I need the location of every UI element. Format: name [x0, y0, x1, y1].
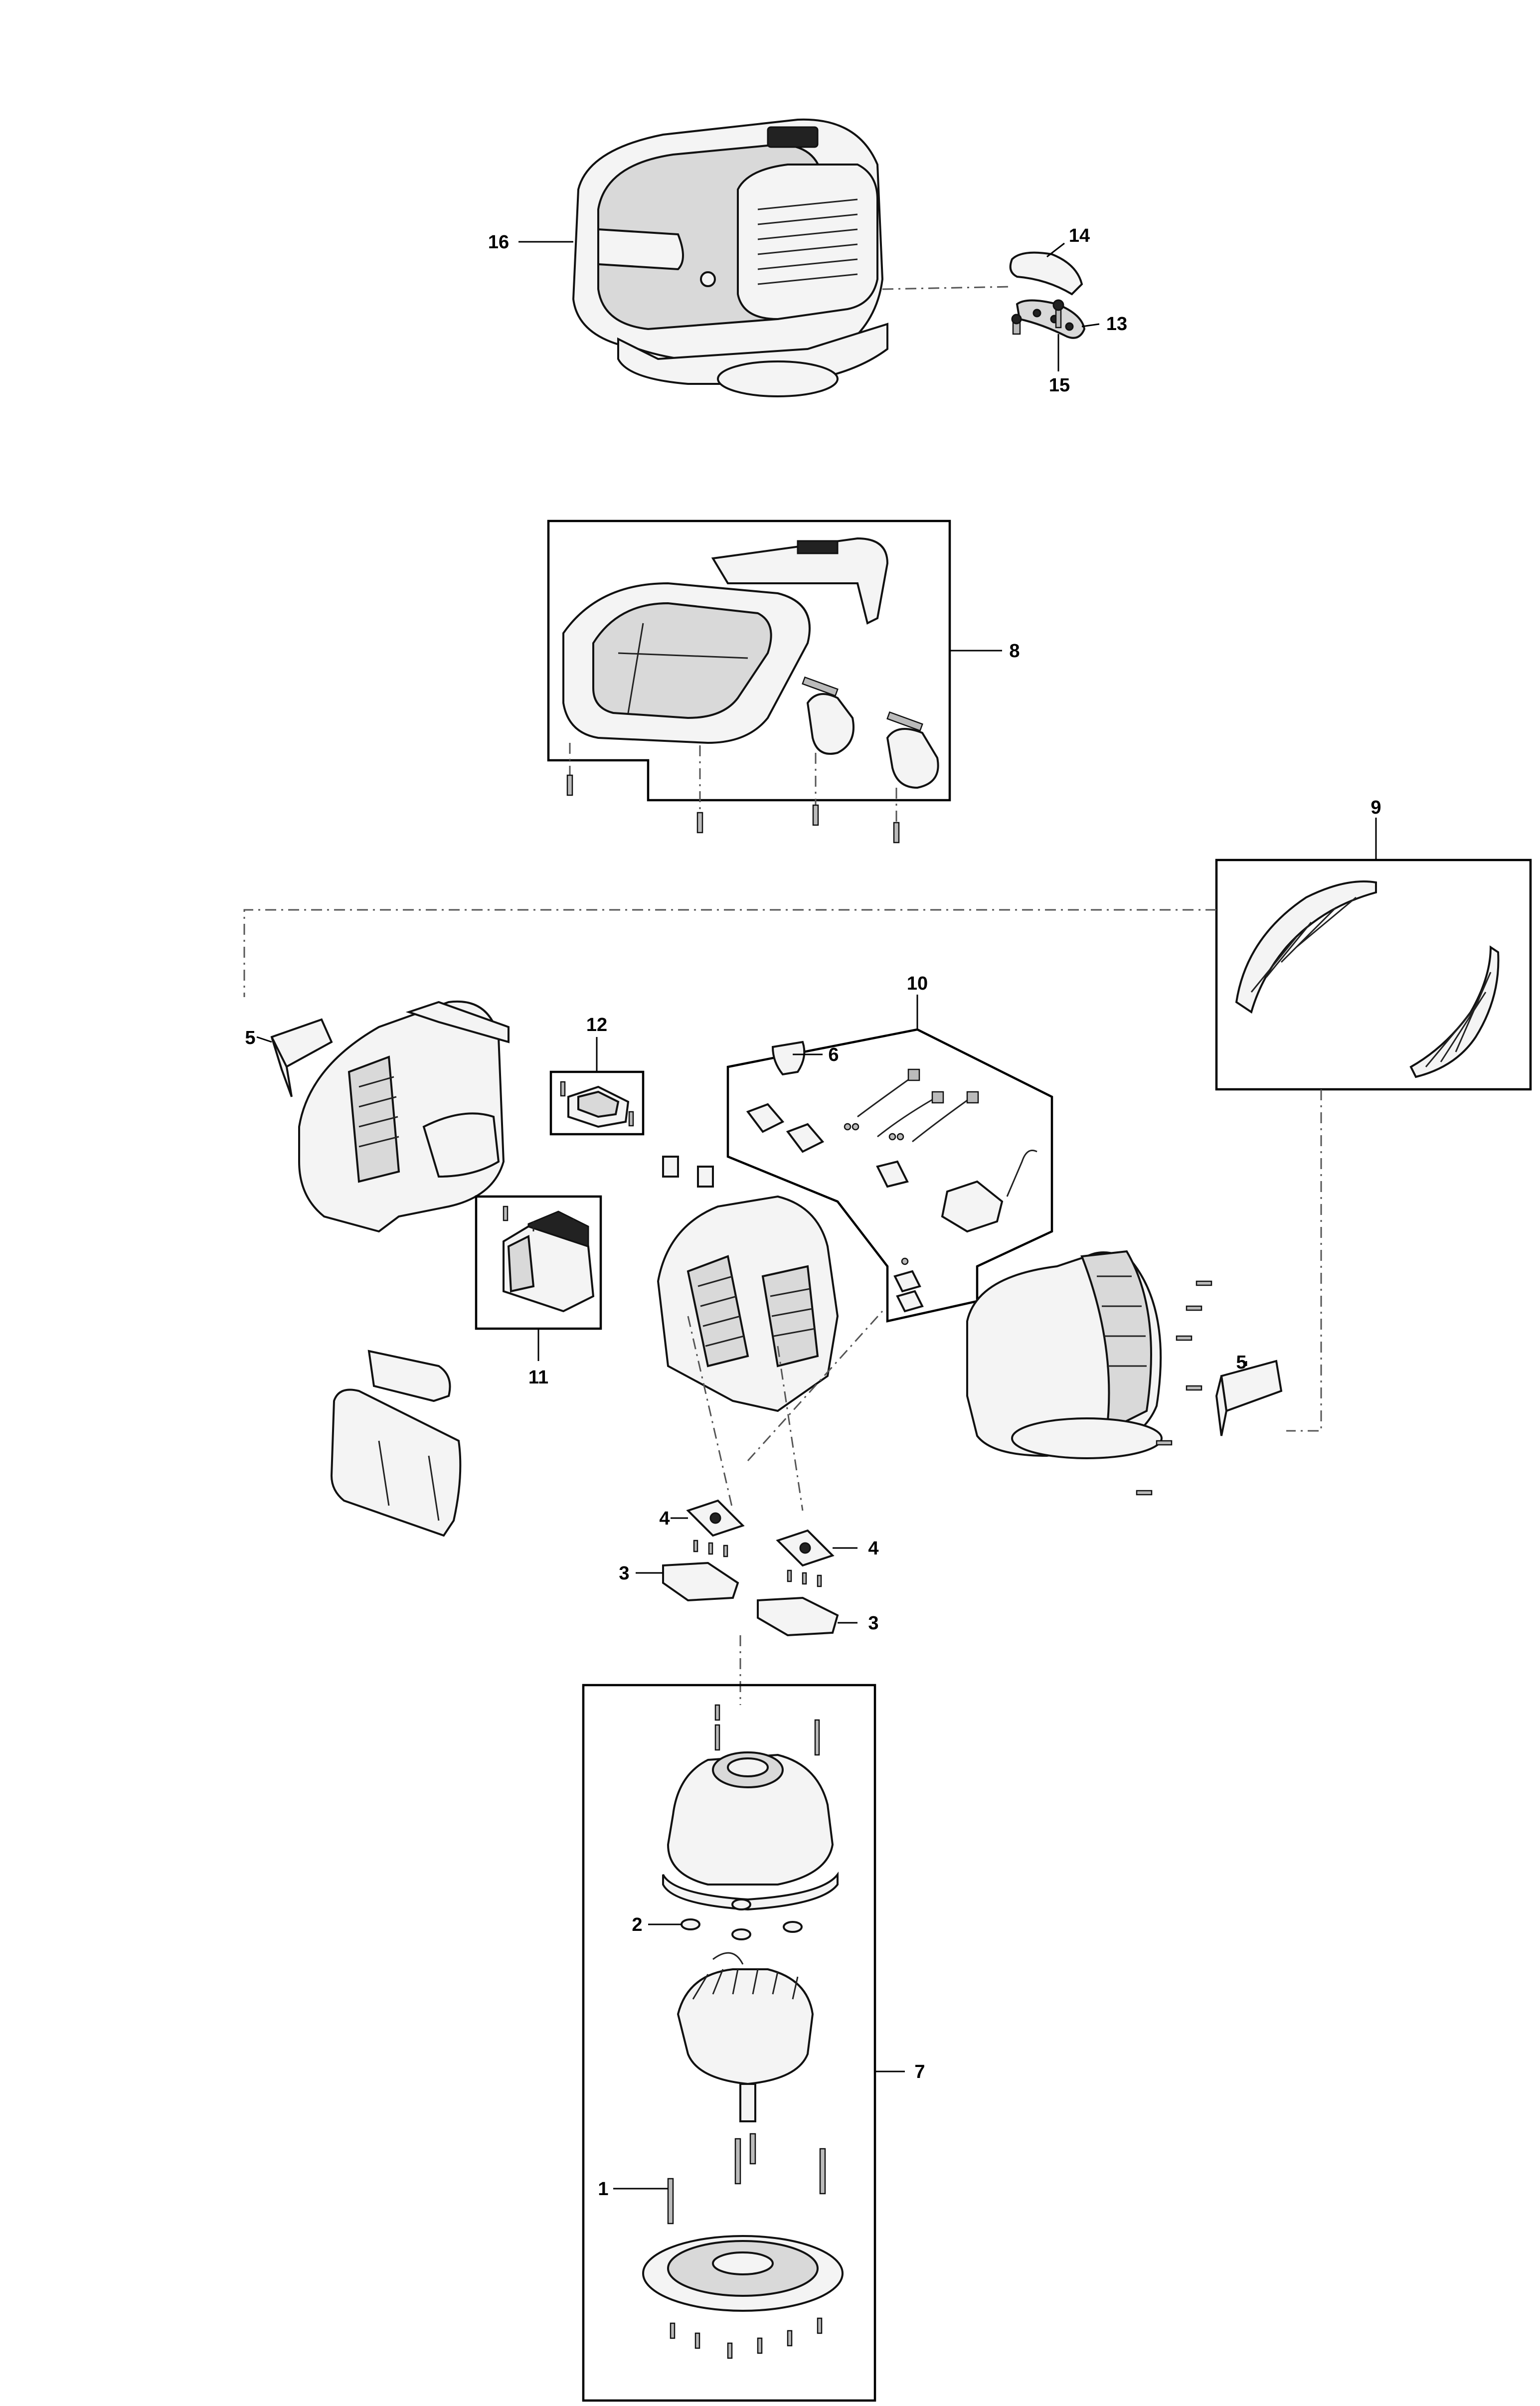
callout-2: 2 — [632, 1914, 642, 1935]
leader-13 — [1081, 323, 1100, 328]
part-9-vent-grilles — [1215, 859, 1532, 1091]
leader-14 — [1046, 242, 1065, 258]
dash-9-left — [243, 909, 1216, 997]
part-4-right-plate — [776, 1529, 835, 1587]
callout-3-right: 3 — [868, 1613, 878, 1634]
callout-1: 1 — [598, 2179, 608, 2200]
callout-16: 16 — [488, 232, 509, 253]
part-3-right-pad — [757, 1596, 839, 1637]
dash-9-right — [1286, 1089, 1322, 1432]
part-10-electronics-kit — [726, 1028, 1053, 1323]
leader-16-to-13 — [882, 286, 1013, 290]
callout-5-right: 5 — [1236, 1352, 1246, 1373]
callout-3-left: 3 — [619, 1563, 629, 1584]
part-5-right-insert — [1215, 1360, 1283, 1436]
part-13-handle-base — [1016, 299, 1086, 339]
part-5-left-insert — [270, 1018, 333, 1097]
left-lower-panel — [330, 1350, 462, 1537]
callout-13: 13 — [1106, 314, 1127, 335]
callout-6: 6 — [828, 1044, 839, 1065]
part-4-left-plate — [686, 1499, 745, 1557]
right-housing-half — [966, 1250, 1163, 1459]
part-15-screw — [1011, 299, 1064, 335]
part-8-cover-kit — [547, 519, 951, 802]
callout-14: 14 — [1069, 225, 1090, 246]
callout-5-left: 5 — [245, 1028, 255, 1048]
callout-7: 7 — [914, 2062, 925, 2082]
screw-set-box8 — [566, 743, 900, 844]
leader-5a — [256, 1036, 272, 1043]
callout-9: 9 — [1370, 797, 1381, 818]
dash-chassis-down — [687, 1316, 804, 1511]
part-7-motor-assembly — [582, 1684, 876, 2402]
part-12-control-module — [549, 1070, 645, 1136]
left-housing-half — [298, 1000, 510, 1233]
callout-10: 10 — [907, 973, 928, 994]
part-3-left-pad — [662, 1561, 739, 1602]
center-chassis — [657, 1156, 839, 1412]
callout-15: 15 — [1049, 375, 1070, 396]
callout-12: 12 — [586, 1015, 607, 1035]
part-11-battery — [475, 1195, 602, 1330]
callout-4-right: 4 — [868, 1538, 878, 1559]
callout-8: 8 — [1009, 641, 1020, 662]
part-14-handle-cap — [1009, 251, 1083, 296]
part-16-housing-assembly — [572, 118, 888, 397]
dash-chassis-10 — [747, 1310, 883, 1462]
callout-11: 11 — [528, 1367, 548, 1388]
callout-4-left: 4 — [659, 1508, 670, 1529]
right-housing-screws — [1136, 1280, 1212, 1496]
